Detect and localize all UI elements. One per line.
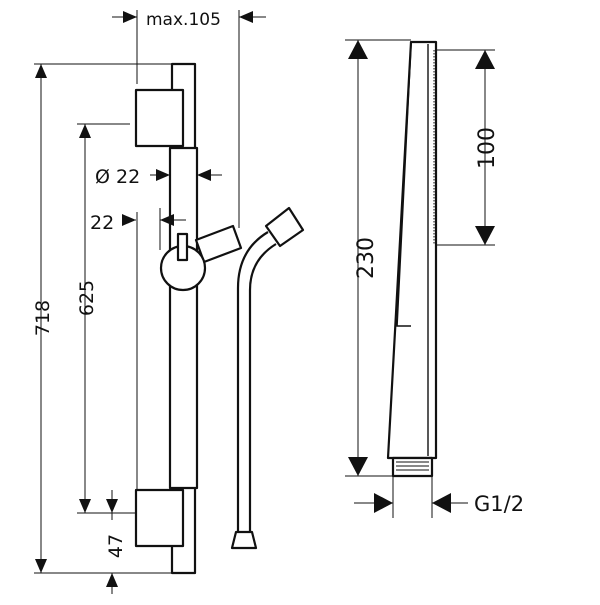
- knob-stem: [176, 232, 189, 262]
- hand-shower-body: [386, 40, 438, 460]
- rail-slider: [159, 146, 243, 490]
- top-wall-bracket: [134, 88, 185, 148]
- dim-slider-offset: 22: [90, 212, 114, 234]
- bottom-wall-bracket: [134, 488, 185, 548]
- hose-top-connector: [264, 206, 305, 248]
- dim-bottom-offset: 47: [105, 534, 127, 558]
- dim-max-width: max.105: [146, 10, 221, 30]
- dim-rail-spacing: 625: [76, 280, 98, 316]
- hose-bottom-nut: [230, 530, 258, 550]
- dim-rail-diameter: Ø 22: [95, 166, 140, 188]
- slider-sleeve: [168, 146, 199, 490]
- dim-total-height: 718: [32, 300, 54, 336]
- dim-handle-section: 100: [475, 127, 500, 169]
- dim-handshower-length: 230: [354, 237, 379, 279]
- dim-thread: G1/2: [474, 492, 524, 516]
- shower-hose: [230, 206, 305, 550]
- dimension-lines-right: [345, 39, 495, 518]
- dimension-lines-left: [34, 10, 266, 594]
- hand-shower: [386, 40, 438, 478]
- thread-connector: [391, 456, 434, 478]
